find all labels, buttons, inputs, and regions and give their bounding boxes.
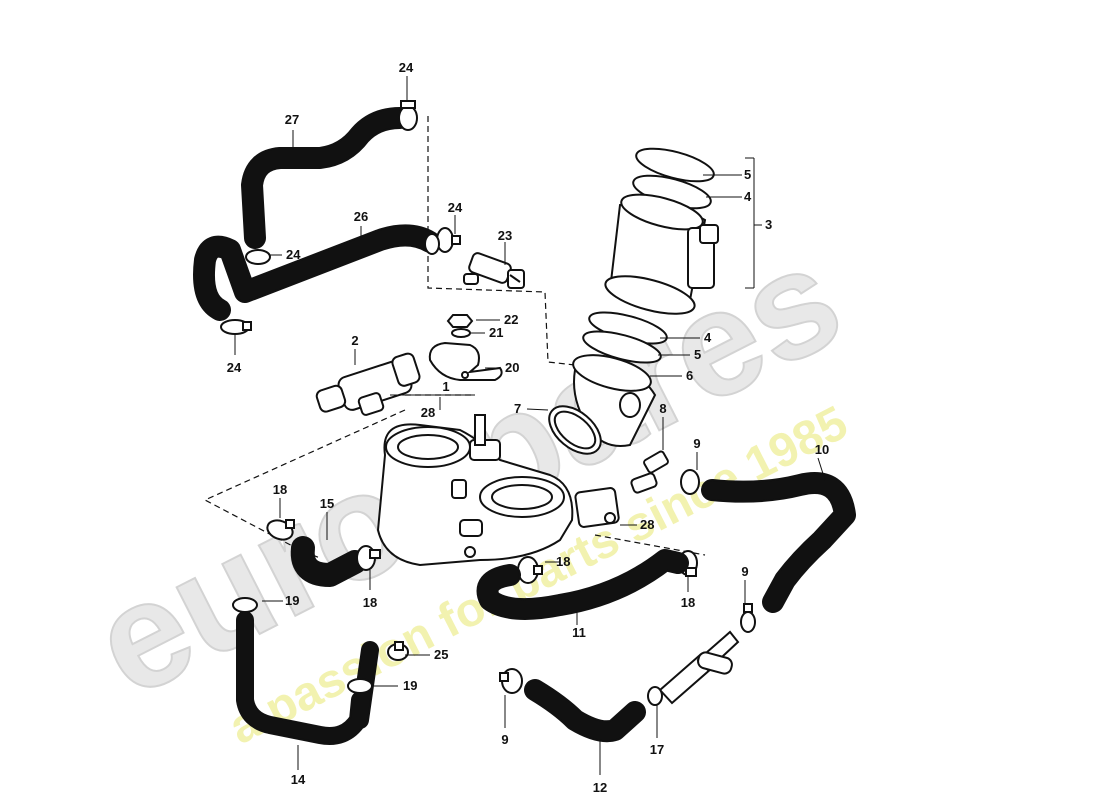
callout-10: 10 — [815, 442, 829, 457]
callout-20: 20 — [505, 360, 519, 375]
clamp-9-a — [680, 469, 700, 495]
callout-3: 3 — [765, 217, 772, 232]
callout-18: 18 — [363, 595, 377, 610]
clamp-18-a — [266, 519, 295, 541]
hose-11 — [476, 549, 689, 620]
callout-23: 23 — [498, 228, 512, 243]
callout-9: 9 — [741, 564, 748, 579]
callout-15: 15 — [320, 496, 334, 511]
callout-12: 12 — [593, 780, 607, 795]
callout-5: 5 — [694, 347, 701, 362]
hose-12 — [524, 679, 646, 743]
air-flow-meter-3 — [582, 147, 719, 364]
callout-labels: 24 27 26 24 24 24 23 22 21 20 2 1 28 28 … — [227, 60, 829, 795]
clamp-24-left — [245, 249, 271, 265]
clamp-24-mid — [436, 227, 461, 253]
callout-4: 4 — [704, 330, 712, 345]
callout-18: 18 — [273, 482, 287, 497]
clamp-24-top — [398, 100, 418, 131]
connector-28 — [574, 487, 620, 528]
clamp-25 — [387, 641, 409, 661]
hose-15 — [290, 536, 367, 587]
callout-9: 9 — [693, 436, 700, 451]
throttle-housing-1 — [376, 414, 574, 567]
callout-6: 6 — [686, 368, 693, 383]
callout-24: 24 — [227, 360, 242, 375]
t-piece-17 — [647, 630, 740, 706]
clamp-9-c — [499, 668, 523, 694]
callout-5: 5 — [744, 167, 751, 182]
clamp-18-c — [517, 556, 543, 584]
callout-21: 21 — [489, 325, 503, 340]
clamp-24-end — [424, 233, 440, 255]
callout-2: 2 — [351, 333, 358, 348]
clamp-9-b — [740, 603, 756, 633]
clamp-18-b — [356, 545, 381, 571]
clamp-19-a — [232, 597, 258, 613]
fitting-8 — [630, 450, 669, 494]
callout-19: 19 — [403, 678, 417, 693]
bracket-20 — [428, 341, 503, 381]
clamp-19-b — [347, 678, 373, 694]
callout-18: 18 — [556, 554, 570, 569]
hose-27 — [241, 107, 411, 249]
callout-28: 28 — [421, 405, 435, 420]
callout-11: 11 — [572, 625, 586, 640]
valve-23 — [463, 252, 525, 289]
callout-4: 4 — [744, 189, 752, 204]
callout-24: 24 — [448, 200, 463, 215]
clamp-24-bottom — [220, 319, 252, 335]
hose-26 — [193, 224, 441, 321]
leader-lines — [234, 76, 826, 775]
callout-27: 27 — [285, 112, 299, 127]
callout-1: 1 — [442, 379, 449, 394]
callout-28: 28 — [640, 517, 654, 532]
callout-8: 8 — [659, 401, 666, 416]
idle-valve-2 — [315, 352, 421, 416]
clamp-ring-7 — [548, 405, 602, 455]
hose-10 — [701, 472, 856, 613]
callout-9: 9 — [501, 732, 508, 747]
callout-18: 18 — [681, 595, 695, 610]
callout-26: 26 — [354, 209, 368, 224]
callout-17: 17 — [650, 742, 664, 757]
washer-21 — [451, 328, 471, 338]
callout-25: 25 — [434, 647, 448, 662]
callout-24: 24 — [399, 60, 414, 75]
nut-22 — [446, 314, 474, 328]
callout-24: 24 — [286, 247, 301, 262]
callout-19: 19 — [285, 593, 299, 608]
callout-14: 14 — [291, 772, 306, 787]
callout-22: 22 — [504, 312, 518, 327]
callout-7: 7 — [514, 401, 521, 416]
